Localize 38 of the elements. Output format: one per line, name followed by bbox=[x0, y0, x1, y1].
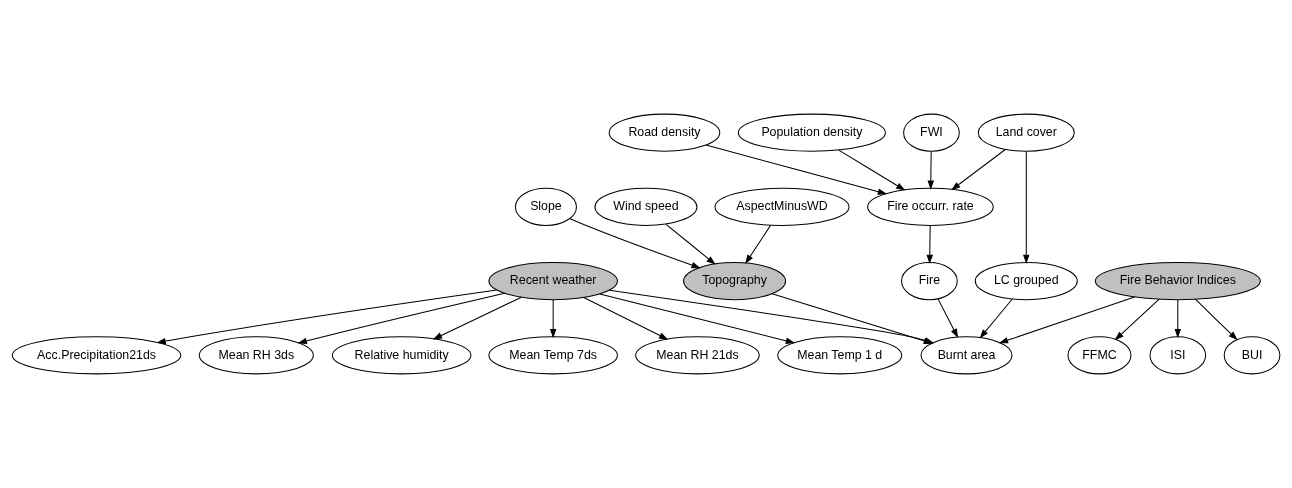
arrow bbox=[745, 224, 772, 265]
node-ellipse: Population density bbox=[737, 113, 886, 152]
arrow bbox=[549, 299, 557, 339]
arrow bbox=[838, 149, 906, 191]
node-ellipse: Land cover bbox=[977, 113, 1075, 152]
node-ellipse: AspectMinusWD bbox=[714, 187, 850, 226]
arrow bbox=[1174, 299, 1182, 339]
node-ellipse: BUI bbox=[1223, 336, 1281, 375]
arrow bbox=[569, 218, 701, 269]
arrow bbox=[937, 298, 959, 339]
arrow bbox=[599, 293, 796, 344]
node-ellipse: ISI bbox=[1149, 336, 1207, 375]
arrow bbox=[156, 289, 498, 345]
node-ellipse: Fire bbox=[901, 262, 958, 301]
arrow bbox=[432, 296, 522, 340]
arrow bbox=[1023, 150, 1030, 264]
node-ellipse: LC grouped bbox=[974, 262, 1078, 301]
arrow bbox=[1114, 298, 1160, 341]
node-ellipse: Road density bbox=[608, 113, 721, 152]
arrow bbox=[1194, 298, 1238, 341]
arrow bbox=[583, 296, 669, 340]
node-ellipse: Wind speed bbox=[594, 187, 698, 226]
arrow bbox=[951, 149, 1006, 191]
node-ellipse: FFMC bbox=[1067, 336, 1132, 375]
arrow bbox=[926, 225, 933, 264]
arrow bbox=[979, 298, 1013, 339]
arrow bbox=[705, 144, 888, 195]
node-ellipse: Mean Temp 7ds bbox=[488, 336, 618, 375]
node-ellipse: Mean RH 21ds bbox=[635, 336, 760, 375]
node-ellipse: FWI bbox=[903, 113, 960, 152]
node-ellipse: Recent weather bbox=[488, 262, 618, 301]
arrow bbox=[297, 292, 506, 345]
node-ellipse: Relative humidity bbox=[331, 336, 472, 375]
arrow bbox=[665, 223, 716, 265]
arrow bbox=[927, 151, 935, 190]
node-ellipse: Slope bbox=[514, 187, 577, 226]
node-ellipse: Fire Behavior Indices bbox=[1094, 262, 1261, 301]
arrow bbox=[998, 296, 1136, 344]
